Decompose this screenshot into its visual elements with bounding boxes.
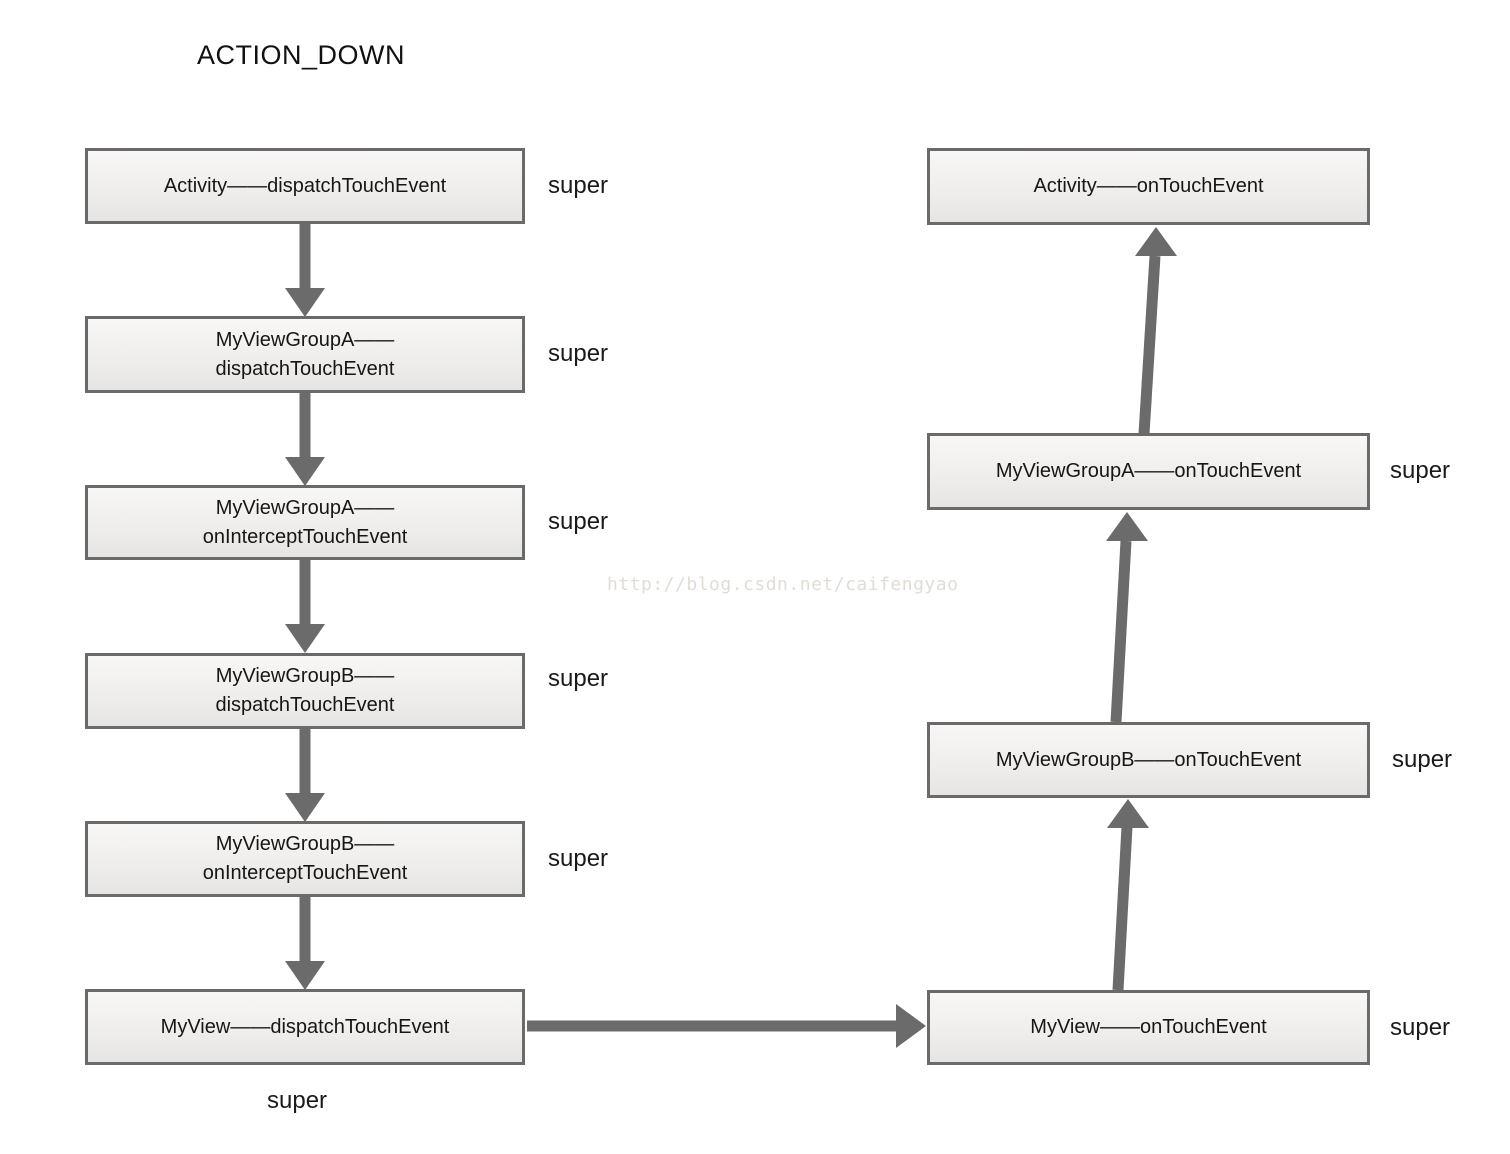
node-myview-dispatchtouchevent: MyView——dispatchTouchEvent [85,989,525,1065]
node-myviewgroupb-dispatchtouchevent: MyViewGroupB—— dispatchTouchEvent [85,653,525,729]
super-label-viewgroupb-intercept: super [548,845,609,872]
watermark: http://blog.csdn.net/caifengyao [607,574,959,595]
arrow-myview-ontouch-to-viewgroupb-ontouch [1107,799,1149,991]
node-label: MyView——dispatchTouchEvent [160,1015,450,1038]
arrow-viewgroupa-ontouch-to-activity-ontouch [1135,227,1177,435]
node-myviewgroupb-ontouchevent: MyViewGroupB——onTouchEvent [927,722,1370,798]
arrow-viewgroupa-intercept-to-viewgroupb-dispatch [285,560,325,653]
arrow-viewgroupb-ontouch-to-viewgroupa-ontouch [1106,512,1148,723]
node-myviewgroupb-onintercepttouchevent: MyViewGroupB—— onInterceptTouchEvent [85,821,525,897]
node-label: Activity——dispatchTouchEvent [163,174,447,197]
node-label: MyViewGroupA—— [215,328,395,351]
node-label: dispatchTouchEvent [215,357,395,380]
node-label: onInterceptTouchEvent [202,862,408,884]
node-label: MyViewGroupB—— [215,833,395,855]
super-label-viewgroupb-ontouch: super [1392,746,1453,773]
super-label-viewgroupa-dispatch: super [548,340,609,367]
node-myviewgroupa-dispatchtouchevent: MyViewGroupA—— dispatchTouchEvent [85,316,525,393]
node-label: MyViewGroupB—— [215,665,395,687]
node-myview-ontouchevent: MyView——onTouchEvent [927,990,1370,1065]
node-activity-ontouchevent: Activity——onTouchEvent [927,148,1370,225]
node-activity-dispatchtouchevent: Activity——dispatchTouchEvent [85,148,525,224]
arrow-viewgroupb-dispatch-to-viewgroupb-intercept [285,729,325,822]
super-label-viewgroupa-ontouch: super [1390,457,1451,484]
node-label: MyViewGroupA——onTouchEvent [995,460,1302,482]
super-label-myview-ontouch: super [1390,1014,1451,1041]
arrow-activity-dispatch-to-viewgroupa-dispatch [285,224,325,317]
arrow-myview-dispatch-to-myview-ontouch [527,1004,926,1048]
super-label-viewgroupa-intercept: super [548,508,609,535]
node-myviewgroupa-onintercepttouchevent: MyViewGroupA—— onInterceptTouchEvent [85,485,525,560]
arrow-viewgroupa-dispatch-to-viewgroupa-intercept [285,393,325,486]
super-label-viewgroupb-dispatch: super [548,665,609,692]
node-label: dispatchTouchEvent [215,694,395,716]
super-label-myview-dispatch: super [267,1087,328,1114]
node-label: Activity——onTouchEvent [1033,175,1264,197]
node-myviewgroupa-ontouchevent: MyViewGroupA——onTouchEvent [927,433,1370,510]
node-label: MyViewGroupA—— [215,496,395,519]
arrow-viewgroupb-intercept-to-myview-dispatch [285,897,325,990]
node-label: MyView——onTouchEvent [1030,1016,1267,1038]
node-label: onInterceptTouchEvent [202,525,408,548]
super-label-activity-dispatch: super [548,172,609,199]
diagram-title: ACTION_DOWN [197,40,405,70]
node-label: MyViewGroupB——onTouchEvent [995,748,1302,771]
